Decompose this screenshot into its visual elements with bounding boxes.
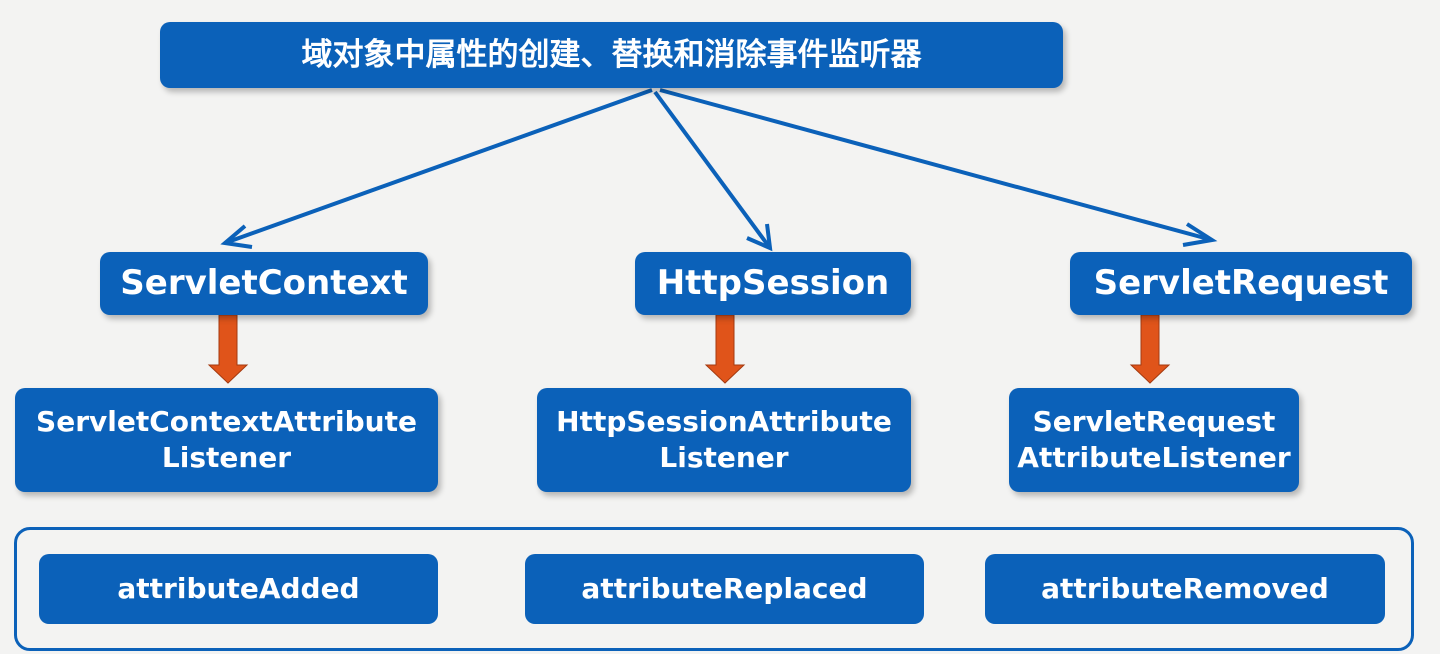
scope-servletcontext: ServletContext — [100, 252, 428, 315]
listener-line2: AttributeListener — [1017, 441, 1291, 474]
listener-line1: ServletContextAttribute — [36, 404, 417, 438]
arrow-to-servletcontext — [224, 88, 653, 245]
methods-frame — [14, 527, 1414, 651]
scope-label: ServletRequest — [1093, 263, 1389, 304]
listener-line1: ServletRequest — [1032, 404, 1276, 438]
root-label: 域对象中属性的创建、替换和消除事件监听器 — [301, 36, 922, 73]
listener-line1: HttpSessionAttribute — [556, 404, 892, 438]
method-attribute-replaced: attributeReplaced — [525, 554, 924, 624]
method-attribute-removed: attributeRemoved — [985, 554, 1385, 624]
arrow-to-servletrequest — [659, 88, 1213, 242]
method-label: attributeAdded — [117, 571, 360, 605]
method-attribute-added: attributeAdded — [39, 554, 438, 624]
orange-down-arrow-3 — [1129, 314, 1171, 384]
scope-label: HttpSession — [656, 263, 890, 304]
listener-line2: Listener — [161, 441, 292, 474]
scope-httpsession: HttpSession — [635, 252, 911, 315]
scope-label: ServletContext — [120, 263, 408, 304]
method-label: attributeRemoved — [1041, 571, 1329, 605]
arrow-to-httpsession — [653, 90, 772, 250]
listener-line2: Listener — [659, 441, 789, 474]
method-label: attributeReplaced — [581, 571, 868, 605]
root-node: 域对象中属性的创建、替换和消除事件监听器 — [160, 22, 1063, 88]
orange-down-arrow-2 — [704, 314, 746, 384]
orange-down-arrow-1 — [207, 314, 249, 384]
scope-servletrequest: ServletRequest — [1070, 252, 1412, 315]
